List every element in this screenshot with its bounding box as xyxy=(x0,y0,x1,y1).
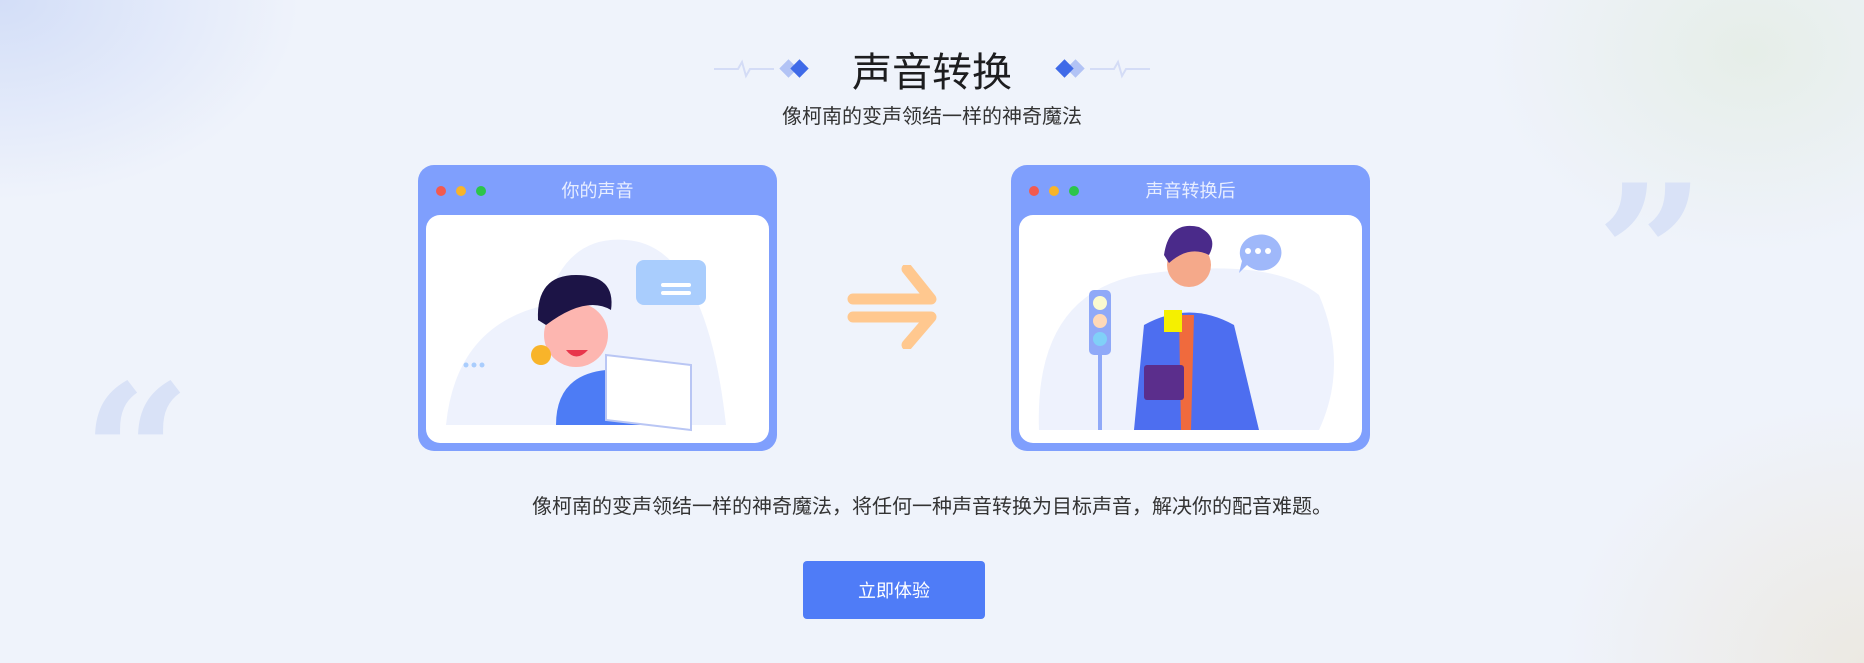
converted-voice-card: 声音转换后 xyxy=(1011,165,1370,451)
yellow-dot-icon xyxy=(1049,186,1059,196)
window-dots xyxy=(1029,186,1079,196)
wave-diamond-left-icon xyxy=(714,59,809,79)
background-glow xyxy=(1484,0,1864,260)
background-glow xyxy=(0,0,320,220)
wave-diamond-right-icon xyxy=(1055,59,1150,79)
try-now-button[interactable]: 立即体验 xyxy=(803,561,985,619)
window-dots xyxy=(436,186,486,196)
page-title: 声音转换 xyxy=(852,50,1012,96)
yellow-dot-icon xyxy=(456,186,466,196)
feature-description: 像柯南的变声领结一样的神奇魔法，将任何一种声音转换为目标声音，解决你的配音难题。 xyxy=(532,494,1332,518)
red-dot-icon xyxy=(436,186,446,196)
close-quote-icon: ” xyxy=(1596,143,1706,366)
background-glow xyxy=(1444,323,1864,663)
red-dot-icon xyxy=(1029,186,1039,196)
your-voice-card: 你的声音 xyxy=(418,165,777,451)
page-subtitle: 像柯南的变声领结一样的神奇魔法 xyxy=(782,104,1082,128)
open-quote-icon: “ xyxy=(82,343,192,566)
convert-arrow-icon xyxy=(847,265,937,349)
man-illustration xyxy=(1019,215,1362,443)
section-header: 声音转换 xyxy=(0,40,1864,98)
green-dot-icon xyxy=(1069,186,1079,196)
boy-illustration xyxy=(426,215,769,443)
green-dot-icon xyxy=(476,186,486,196)
card-title: 你的声音 xyxy=(561,181,634,202)
card-title: 声音转换后 xyxy=(1145,181,1236,202)
